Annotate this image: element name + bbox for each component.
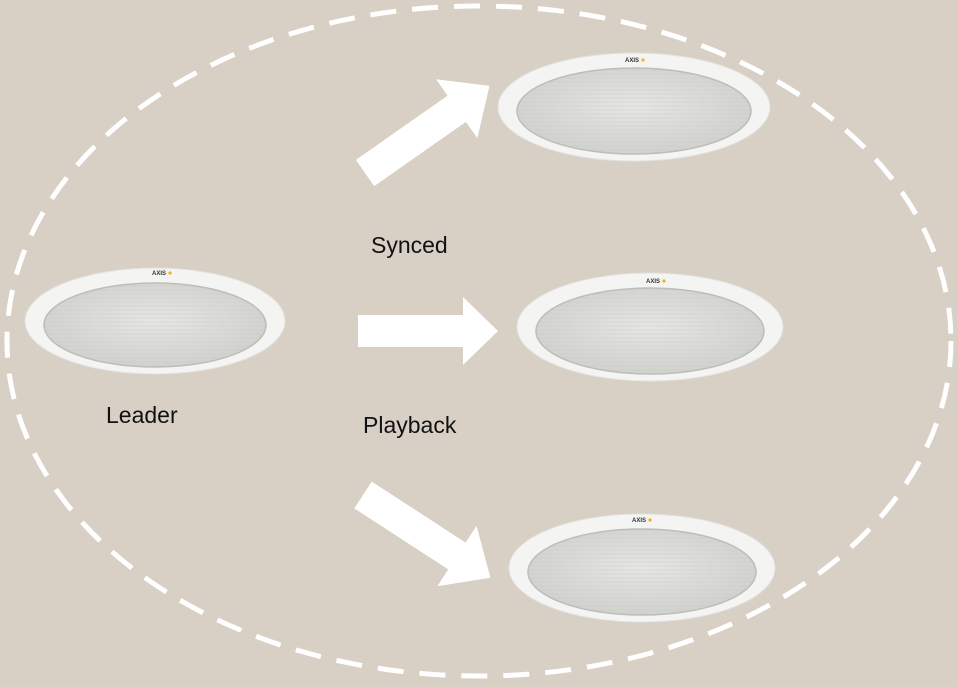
leader-speaker-icon: AXIS [24,267,286,375]
brand-accent-dot [662,279,666,283]
follower-top-speaker-icon: AXIS [497,52,771,162]
playback-label: Playback [363,412,457,438]
group-boundary [4,3,954,679]
brand-accent-dot [168,271,172,275]
arrow-to-middle-icon [358,297,498,365]
brand-accent-dot [648,518,652,522]
brand-accent-dot [641,58,645,62]
follower-middle-speaker-icon: AXIS [516,272,784,382]
brand-logo: AXIS [646,279,660,285]
synced-label: Synced [371,232,448,258]
brand-logo: AXIS [152,271,166,277]
brand-logo: AXIS [632,518,646,524]
follower-bottom-speaker-icon: AXIS [508,513,776,623]
arrow-to-top-icon [355,79,490,187]
arrow-to-bottom-icon [354,481,491,587]
leader-label: Leader [106,402,178,428]
brand-logo: AXIS [625,58,639,64]
